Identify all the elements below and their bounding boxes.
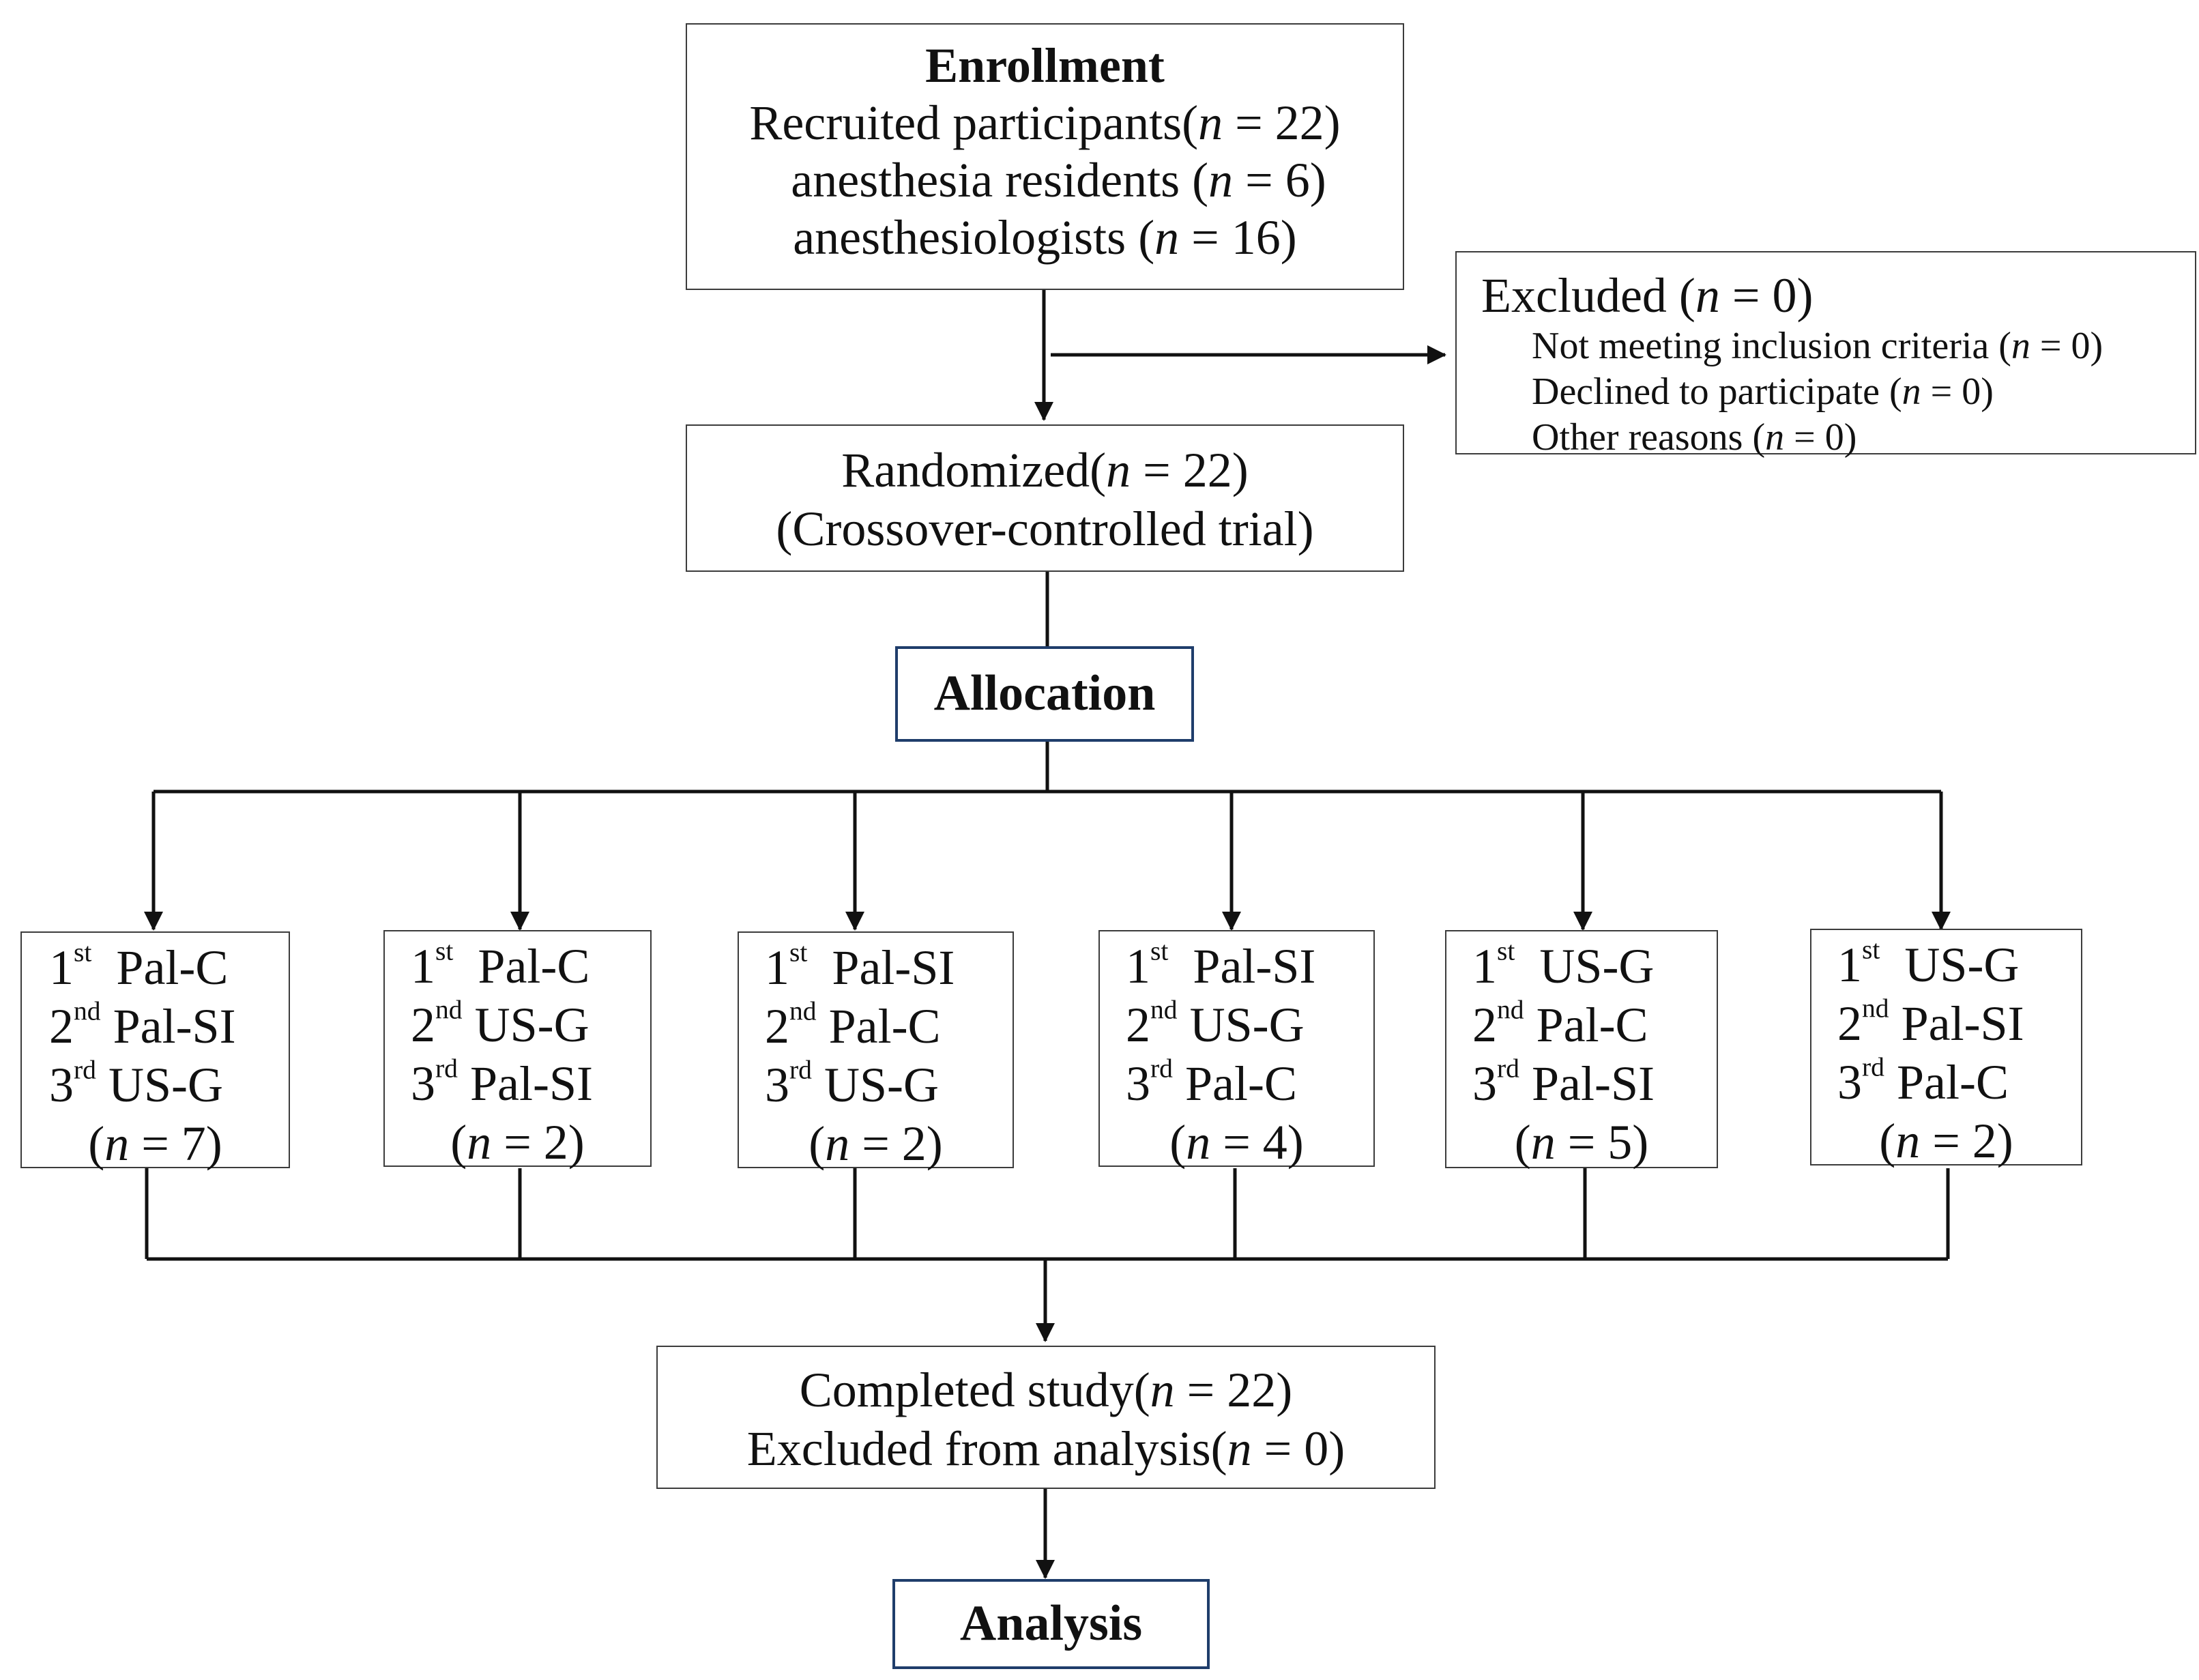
group-6-third: 3rd Pal-C <box>1837 1052 2009 1110</box>
group-box-6: 1st US-G 2nd Pal-SI 3rd Pal-C (n = 2) <box>1810 929 2082 1168</box>
enrollment-box: Enrollment Recruited participants(n = 22… <box>686 23 1404 290</box>
group-2-second: 2nd US-G <box>411 994 589 1052</box>
group-6-first: 1st US-G <box>1837 934 2020 992</box>
group-3-third: 3rd US-G <box>765 1054 939 1112</box>
group-6-second: 2nd Pal-SI <box>1837 993 2024 1051</box>
allocation-box: Allocation <box>895 646 1194 742</box>
randomized-count: Randomized(n = 22) <box>841 443 1249 497</box>
group-4-first: 1st Pal-SI <box>1126 936 1316 994</box>
group-1-third: 3rd US-G <box>49 1054 223 1112</box>
enrollment-title: Enrollment <box>925 38 1165 93</box>
group-3-first: 1st Pal-SI <box>765 937 955 995</box>
group-1-first: 1st Pal-C <box>49 937 229 995</box>
randomized-design: (Crossover-controlled trial) <box>776 502 1314 556</box>
group-3-second: 2nd Pal-C <box>765 996 941 1054</box>
excluded-box: Excluded (n = 0) Not meeting inclusion c… <box>1455 251 2196 459</box>
group-6-count: (n = 2) <box>1879 1114 2013 1168</box>
group-5-count: (n = 5) <box>1514 1115 1649 1170</box>
analysis-box: Analysis <box>892 1579 1210 1669</box>
analysis-label: Analysis <box>959 1595 1143 1651</box>
group-5-second: 2nd Pal-C <box>1472 994 1648 1052</box>
group-5-first: 1st US-G <box>1472 936 1655 994</box>
excluded-reason-declined: Declined to participate (n = 0) <box>1532 371 1994 413</box>
group-2-first: 1st Pal-C <box>411 936 590 994</box>
group-5-third: 3rd Pal-SI <box>1472 1053 1655 1111</box>
group-box-1: 1st Pal-C 2nd Pal-SI 3rd US-G (n = 7) <box>20 931 290 1171</box>
group-box-5: 1st US-G 2nd Pal-C 3rd Pal-SI (n = 5) <box>1445 930 1718 1170</box>
anesthesia-residents: anesthesia residents (n = 6) <box>791 153 1326 207</box>
group-4-count: (n = 4) <box>1169 1115 1304 1170</box>
randomized-box: Randomized(n = 22) (Crossover-controlled… <box>686 424 1404 572</box>
excluded-reason-inclusion: Not meeting inclusion criteria (n = 0) <box>1532 325 2103 367</box>
group-4-third: 3rd Pal-C <box>1126 1053 1297 1111</box>
group-box-4: 1st Pal-SI 2nd US-G 3rd Pal-C (n = 4) <box>1098 930 1375 1170</box>
group-2-third: 3rd Pal-SI <box>411 1053 593 1111</box>
completed-study: Completed study(n = 22) <box>799 1363 1293 1417</box>
anesthesiologists: anesthesiologists (n = 16) <box>793 210 1297 265</box>
group-3-count: (n = 2) <box>809 1116 943 1171</box>
excluded-from-analysis: Excluded from analysis(n = 0) <box>746 1421 1345 1476</box>
group-2-count: (n = 2) <box>450 1115 585 1170</box>
group-box-2: 1st Pal-C 2nd US-G 3rd Pal-SI (n = 2) <box>383 930 652 1170</box>
completed-box: Completed study(n = 22) Excluded from an… <box>656 1346 1436 1489</box>
recruited-participants: Recruited participants(n = 22) <box>749 96 1341 150</box>
group-1-second: 2nd Pal-SI <box>49 996 236 1054</box>
group-box-3: 1st Pal-SI 2nd Pal-C 3rd US-G (n = 2) <box>738 931 1014 1171</box>
group-1-count: (n = 7) <box>88 1116 222 1171</box>
excluded-reason-other: Other reasons (n = 0) <box>1532 416 1857 459</box>
group-4-second: 2nd US-G <box>1126 994 1305 1052</box>
allocation-label: Allocation <box>933 665 1156 721</box>
excluded-title: Excluded (n = 0) <box>1481 268 1814 323</box>
